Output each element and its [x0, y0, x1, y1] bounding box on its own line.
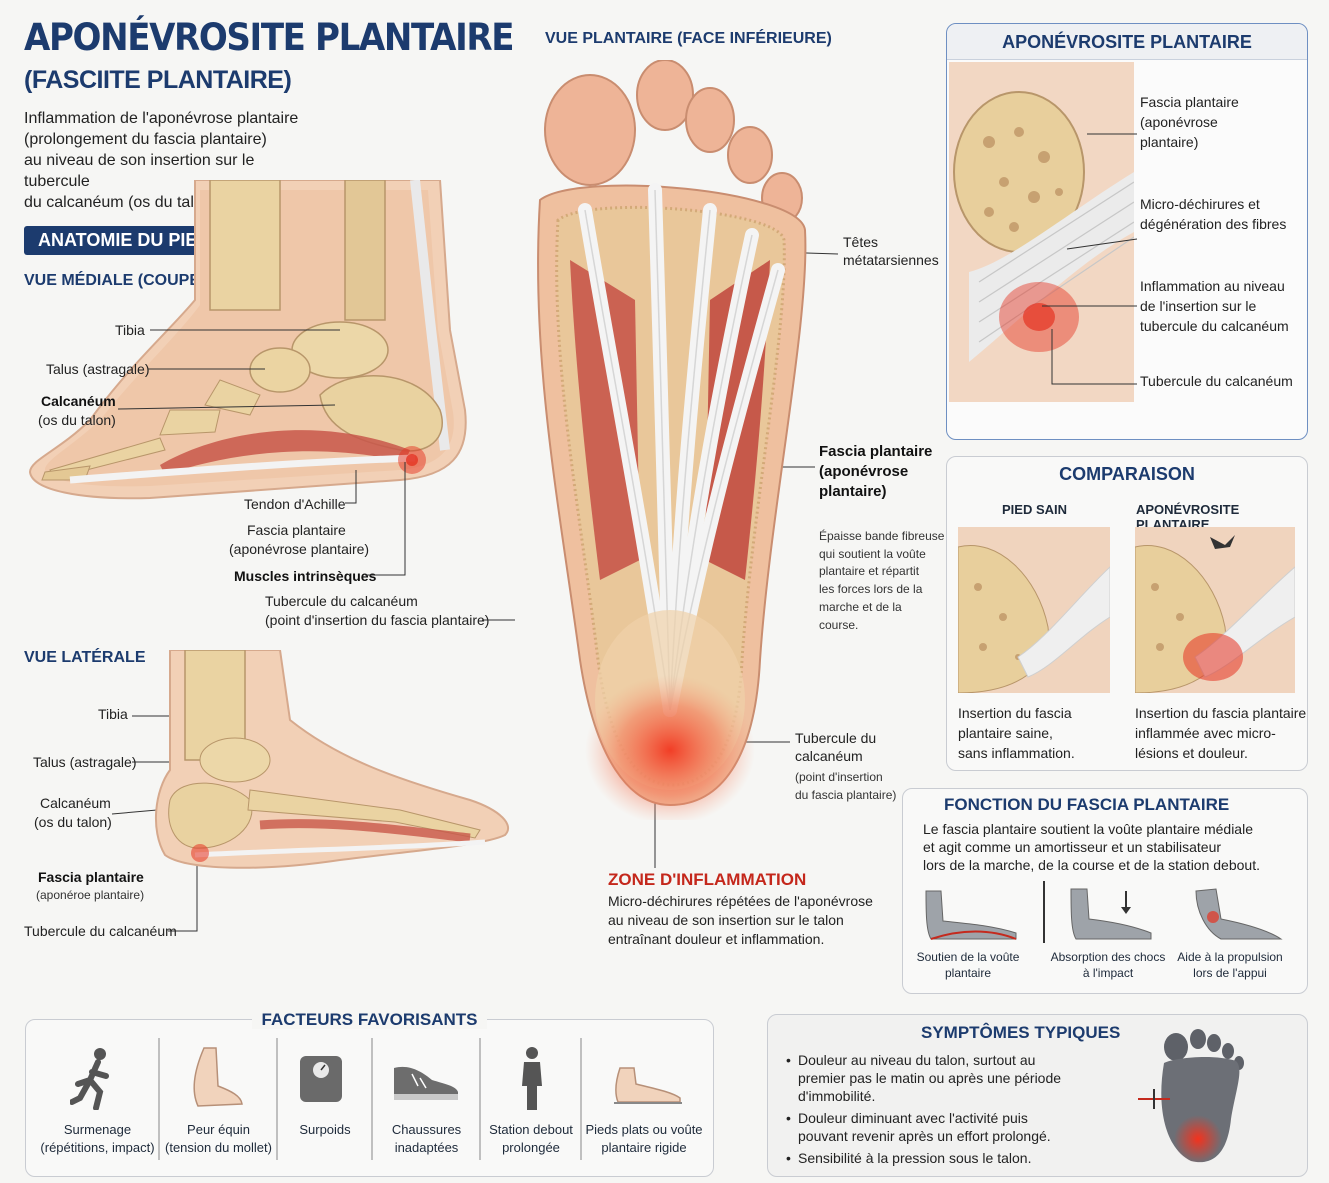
function-title: FONCTION DU FASCIA PLANTAIRE: [944, 795, 1230, 814]
lateral-view-title: VUE LATÉRALE: [24, 649, 146, 666]
comparison-panel: COMPARAISON PIED SAIN APONÉVROSITE PLANT…: [946, 456, 1308, 771]
medial-label-muscles: Muscles intrinsèques: [234, 568, 377, 584]
factors-title: FACTEURS FAVORISANTS: [26, 1010, 713, 1030]
medial-label-tubercule-sub: (point d'insertion du fascia plantaire): [265, 612, 490, 628]
medial-label-calcaneum-sub: (os du talon): [38, 412, 116, 428]
standing-person-icon: [522, 1047, 542, 1110]
function-panel: FONCTION DU FASCIA PLANTAIRE Le fascia p…: [902, 788, 1308, 994]
propulsion-icon: [1195, 888, 1283, 940]
inflammation-zone-title: ZONE D'INFLAMMATION: [608, 870, 807, 889]
detail-panel-title: APONÉVROSITE PLANTAIRE: [1002, 32, 1252, 52]
medial-foot-illustration: [28, 180, 467, 500]
lateral-label-talus: Talus (astragale): [33, 754, 137, 770]
foot-icon: [193, 1047, 243, 1107]
medial-label-fascia: Fascia plantaire: [247, 522, 346, 538]
intro-text: Inflammation de l'aponévrose plantaire (…: [24, 110, 299, 211]
page-subtitle: (FASCIITE PLANTAIRE): [24, 66, 292, 94]
painful-heel-icon: [1138, 1029, 1244, 1163]
symptoms-title: SYMPTÔMES TYPIQUES: [921, 1023, 1121, 1042]
healthy-heel-illustration: [958, 527, 1110, 693]
lateral-label-tubercule: Tubercule du calcanéum: [24, 923, 177, 939]
factor-label-surmenage: Surmenage(répétitions, impact): [40, 1122, 155, 1155]
lateral-label-calcaneum: Calcanéum: [40, 795, 111, 811]
symptom-item: • Douleur diminuant avec l'activité puis…: [786, 1110, 1051, 1144]
arch-support-icon: [925, 890, 1017, 940]
healthy-title: PIED SAIN: [1002, 502, 1068, 517]
medial-label-tibia: Tibia: [115, 322, 145, 338]
shock-absorption-icon: [1070, 888, 1152, 940]
lateral-foot-illustration: [154, 650, 510, 869]
heel-closeup-illustration: [949, 62, 1134, 402]
function-icons: [925, 881, 1283, 943]
medial-label-calcaneum: Calcanéum: [41, 393, 116, 409]
symptom-item: • Sensibilité à la pression sous le talo…: [786, 1150, 1032, 1166]
shoe-icon: [394, 1066, 458, 1100]
medial-label-achille: Tendon d'Achille: [244, 496, 346, 512]
lateral-label-calcaneum-sub: (os du talon): [34, 814, 112, 830]
lateral-label-fascia-sub: (aponéroe plantaire): [36, 888, 145, 902]
function-description: Le fascia plantaire soutient la voûte pl…: [923, 821, 1260, 873]
medial-label-tubercule: Tubercule du calcanéum: [265, 593, 418, 609]
detail-leader-lines: [1042, 133, 1138, 385]
page-title: APONÉVROSITE PLANTAIRE: [24, 16, 515, 59]
medial-label-fascia-sub: (aponévrose plantaire): [229, 541, 370, 557]
symptoms-list: • Douleur au niveau du talon, surtout au…: [786, 1051, 1116, 1167]
scale-icon: [300, 1056, 342, 1102]
detail-label-tubercule: Tubercule du calcanéum: [1140, 373, 1293, 389]
symptom-item: • Douleur au niveau du talon, surtout au…: [786, 1052, 1062, 1104]
lateral-label-tibia: Tibia: [98, 706, 128, 722]
runner-icon: [70, 1048, 109, 1110]
flat-foot-icon: [614, 1067, 682, 1104]
plantar-foot-illustration: [537, 60, 807, 820]
sick-heel-illustration: [1135, 527, 1295, 693]
comparison-title: COMPARAISON: [1059, 464, 1195, 484]
medial-label-talus: Talus (astragale): [46, 361, 150, 377]
symptoms-panel: SYMPTÔMES TYPIQUES • Douleur au niveau d…: [767, 1014, 1308, 1177]
anatomy-badge: ANATOMIE DU PIED: [24, 226, 225, 255]
factor-label-surpoids: Surpoids: [299, 1122, 351, 1137]
detail-panel: APONÉVROSITE PLANTAIRE Fascia plantaire(…: [946, 23, 1308, 440]
inflammation-zone-description: Micro-déchirures répétées de l'aponévros…: [608, 893, 873, 947]
lateral-label-fascia: Fascia plantaire: [38, 869, 144, 885]
plantar-view-title: VUE PLANTAIRE (FACE INFÉRIEURE): [545, 30, 832, 47]
factor-label-equin: Peur équin(tension du mollet): [165, 1122, 272, 1155]
factors-dividers: [158, 1038, 582, 1160]
factors-panel: FACTEURS FAVORISANTS Surmenage(répétitio…: [25, 1010, 714, 1177]
